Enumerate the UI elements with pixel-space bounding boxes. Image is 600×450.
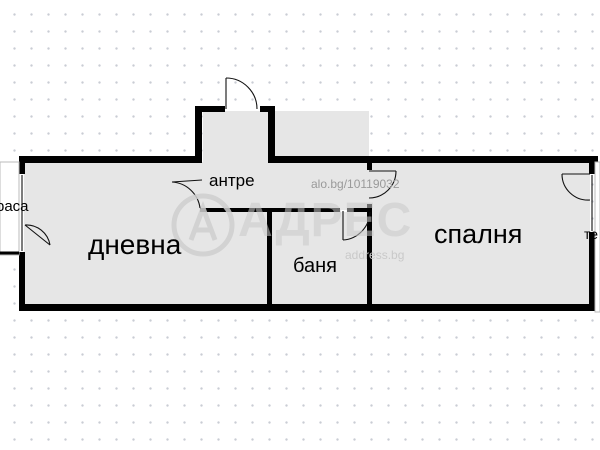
room-label-bedroom: спалня bbox=[434, 219, 523, 249]
wall-bath-left bbox=[267, 208, 272, 306]
bedroom-door-icon bbox=[368, 170, 397, 199]
wall-left-bottom bbox=[19, 252, 25, 310]
bath-floor bbox=[270, 212, 370, 304]
entrance-door-icon bbox=[225, 77, 258, 110]
hall-door-icon bbox=[171, 179, 203, 209]
bath-door-icon bbox=[342, 211, 371, 241]
outer-walls bbox=[19, 106, 598, 311]
room-label-terrace-left: раса bbox=[0, 198, 29, 215]
room-label-terrace-right: те bbox=[584, 226, 599, 242]
wall-right-top bbox=[589, 156, 595, 174]
wall-hall-left bbox=[195, 106, 202, 163]
watermark-id: alo.bg/10119032 bbox=[311, 177, 400, 191]
wall-hall-top-a bbox=[195, 106, 225, 112]
doors bbox=[21, 77, 593, 251]
inner-walls bbox=[200, 158, 372, 306]
terrace-right bbox=[594, 161, 600, 313]
wall-top-left bbox=[19, 156, 200, 163]
wall-bath-top bbox=[270, 208, 340, 212]
room-label-hall: антре bbox=[209, 171, 255, 190]
wall-living-hall bbox=[200, 208, 300, 212]
watermark-logo-text: АДРЕС bbox=[238, 194, 413, 247]
watermark-site: address.bg bbox=[345, 248, 405, 262]
wall-hall-right bbox=[268, 106, 275, 163]
terrace-left-door-icon bbox=[21, 175, 51, 251]
wall-bedroom-left bbox=[367, 158, 372, 170]
wall-bottom bbox=[19, 304, 597, 311]
room-label-living: дневна bbox=[88, 229, 182, 260]
room-label-bath: баня bbox=[293, 255, 337, 277]
terrace-right-door-icon bbox=[561, 173, 593, 231]
wall-bath-right bbox=[347, 208, 369, 212]
terrace-left bbox=[0, 161, 20, 256]
wall-bedroom-left-lower bbox=[367, 204, 372, 306]
wall-right-bottom bbox=[589, 232, 595, 310]
wall-left-top bbox=[19, 156, 25, 174]
wall-hall-top-b bbox=[260, 106, 274, 112]
bedroom-floor bbox=[369, 162, 590, 304]
wall-top-right bbox=[268, 156, 598, 163]
watermark-logo-icon bbox=[171, 193, 235, 257]
